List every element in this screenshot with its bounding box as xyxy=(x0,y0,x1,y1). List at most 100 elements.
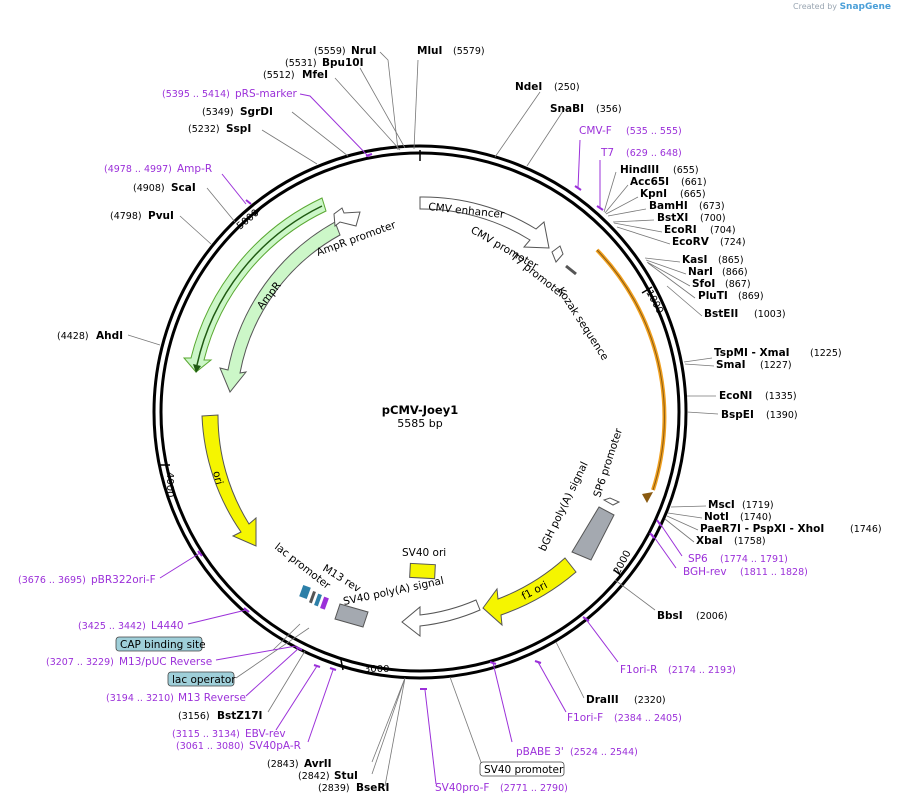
mfei-name[interactable]: MfeI xyxy=(302,69,328,81)
cmv-f-mark xyxy=(574,185,582,191)
sgrdi-name[interactable]: SgrDI xyxy=(240,106,273,118)
cap-binding-box[interactable] xyxy=(115,636,203,652)
f1ori-f-name[interactable]: F1ori-F xyxy=(567,712,603,724)
nari-name[interactable]: NarI xyxy=(688,266,713,278)
scai-name[interactable]: ScaI xyxy=(171,182,196,194)
f1ori-r-pos: (2174 .. 2193) xyxy=(668,665,736,676)
nrui-name[interactable]: NruI xyxy=(351,45,376,57)
l4440-name[interactable]: L4440 xyxy=(151,620,184,632)
bseri-name[interactable]: BseRI xyxy=(356,782,389,794)
f1ori-f-pos: (2384 .. 2405) xyxy=(614,713,682,724)
ebv-rev-pos: (3115 .. 3134) xyxy=(172,729,240,740)
watermark-prefix: Created by xyxy=(793,2,838,11)
sfoi-name[interactable]: SfoI xyxy=(692,278,715,290)
bsteii-name[interactable]: BstEII xyxy=(704,308,738,320)
m13-reverse-pos: (3194 .. 3210) xyxy=(106,693,174,704)
ndei-pos: (250) xyxy=(554,82,580,93)
pvui-name[interactable]: PvuI xyxy=(148,210,174,222)
f1ori-r-name[interactable]: F1ori-R xyxy=(620,664,657,676)
xbai-name[interactable]: XbaI xyxy=(696,535,723,547)
m13-rev-block[interactable] xyxy=(320,596,329,610)
primer-connectors xyxy=(159,93,683,785)
ebv-rev-name[interactable]: EBV-rev xyxy=(245,728,286,740)
bpu10i-name[interactable]: Bpu10I xyxy=(322,57,364,69)
t7-mark xyxy=(596,205,604,211)
lac-promoter-block[interactable] xyxy=(309,591,316,604)
sv40pro-f-name[interactable]: SV40pro-F xyxy=(435,782,489,794)
m13-reverse-name[interactable]: M13 Reverse xyxy=(178,692,246,704)
kpni-name[interactable]: KpnI xyxy=(640,188,667,200)
sv40-ori-block[interactable] xyxy=(409,562,436,580)
kasi-name[interactable]: KasI xyxy=(682,254,707,266)
t7-name[interactable]: T7 xyxy=(600,147,614,159)
pbr322ori-f-mark xyxy=(197,550,203,557)
sgrdi-pos: (5349) xyxy=(202,107,234,118)
tick-3000 xyxy=(340,659,344,671)
bstxi-name[interactable]: BstXI xyxy=(657,212,688,224)
sv40pa-r-name[interactable]: SV40pA-R xyxy=(249,740,301,752)
pbr322ori-f-name[interactable]: pBR322ori-F xyxy=(91,574,156,586)
bamhi-name[interactable]: BamHI xyxy=(649,200,688,212)
ampr-arrow[interactable] xyxy=(219,221,341,393)
lac-operator-box[interactable] xyxy=(167,671,235,687)
cap-connector xyxy=(272,623,301,651)
smai-name[interactable]: SmaI xyxy=(716,359,746,371)
acc65i-name[interactable]: Acc65I xyxy=(630,176,669,188)
lac-operator-block[interactable] xyxy=(314,593,322,607)
amp-r-name[interactable]: Amp-R xyxy=(177,163,212,175)
econi-name[interactable]: EcoNI xyxy=(719,390,752,402)
pvui-connector xyxy=(179,215,212,245)
kpni-pos: (665) xyxy=(680,189,706,200)
sv40-polya-arrow[interactable] xyxy=(401,599,481,638)
hindiii-name[interactable]: HindIII xyxy=(620,164,659,176)
pbabe3-name[interactable]: pBABE 3' xyxy=(516,746,564,758)
paer7i-name[interactable]: PaeR7I - PspXI - XhoI xyxy=(700,523,824,535)
mlui-name[interactable]: MluI xyxy=(417,45,442,57)
ampr-outer-arc[interactable] xyxy=(182,197,327,373)
snabi-pos: (356) xyxy=(596,104,622,115)
avrii-name[interactable]: AvrII xyxy=(304,758,332,770)
bbsi-name[interactable]: BbsI xyxy=(657,610,683,622)
msci-name[interactable]: MscI xyxy=(708,499,735,511)
cmv-promoter-arrow[interactable] xyxy=(551,245,564,263)
ecorv-name[interactable]: EcoRV xyxy=(672,236,710,248)
sv40-polya-block[interactable] xyxy=(334,603,369,628)
noti-pos: (1740) xyxy=(740,512,772,523)
sv40-promoter-box[interactable] xyxy=(479,761,565,777)
bspei-name[interactable]: BspEI xyxy=(721,409,754,421)
nrui-pos: (5559) xyxy=(314,46,346,57)
ecori-name[interactable]: EcoRI xyxy=(664,224,697,236)
m13-puc-reverse-name[interactable]: M13/pUC Reverse xyxy=(119,656,212,668)
prs-marker-name[interactable]: pRS-marker xyxy=(235,88,298,100)
cap-binding-block[interactable] xyxy=(299,584,311,600)
sp6-name[interactable]: SP6 xyxy=(688,553,708,565)
sp6-promoter-arrow[interactable] xyxy=(602,497,621,506)
sv40-promoter-label: SV40 promoter xyxy=(484,764,564,776)
bstz17i-name[interactable]: BstZ17I xyxy=(217,710,262,722)
ori-arrow[interactable] xyxy=(201,414,257,547)
cmv-enhancer-arrow[interactable] xyxy=(419,196,550,249)
f1ori-r-connector xyxy=(584,617,619,663)
bstxi-connector xyxy=(612,219,655,223)
pluti-name[interactable]: PluTI xyxy=(698,290,728,302)
sv40pa-r-mark xyxy=(329,667,337,671)
f1-ori-arrow[interactable] xyxy=(482,557,577,627)
sspi-name[interactable]: SspI xyxy=(226,123,251,135)
ampr-promoter-arrow[interactable] xyxy=(333,207,361,227)
ndei-name[interactable]: NdeI xyxy=(515,81,542,93)
tspmi-xmai-name[interactable]: TspMI - XmaI xyxy=(714,347,790,359)
stui-name[interactable]: StuI xyxy=(334,770,358,782)
bgh-rev-name[interactable]: BGH-rev xyxy=(683,566,727,578)
t7-promoter-mark[interactable] xyxy=(565,264,577,276)
draiii-name[interactable]: DraIII xyxy=(586,694,619,706)
m13-puc-reverse-connector xyxy=(215,645,297,661)
snabi-name[interactable]: SnaBI xyxy=(550,103,584,115)
noti-name[interactable]: NotI xyxy=(704,511,729,523)
bamhi-connector xyxy=(607,208,647,217)
cmv-f-name[interactable]: CMV-F xyxy=(579,125,612,137)
ori-label: ori xyxy=(210,470,225,486)
tick-label-3000: 3000 xyxy=(364,664,389,675)
ahdi-name[interactable]: AhdI xyxy=(96,330,123,342)
bgh-polya-block[interactable] xyxy=(571,506,615,561)
prs-marker-connector xyxy=(299,93,370,158)
